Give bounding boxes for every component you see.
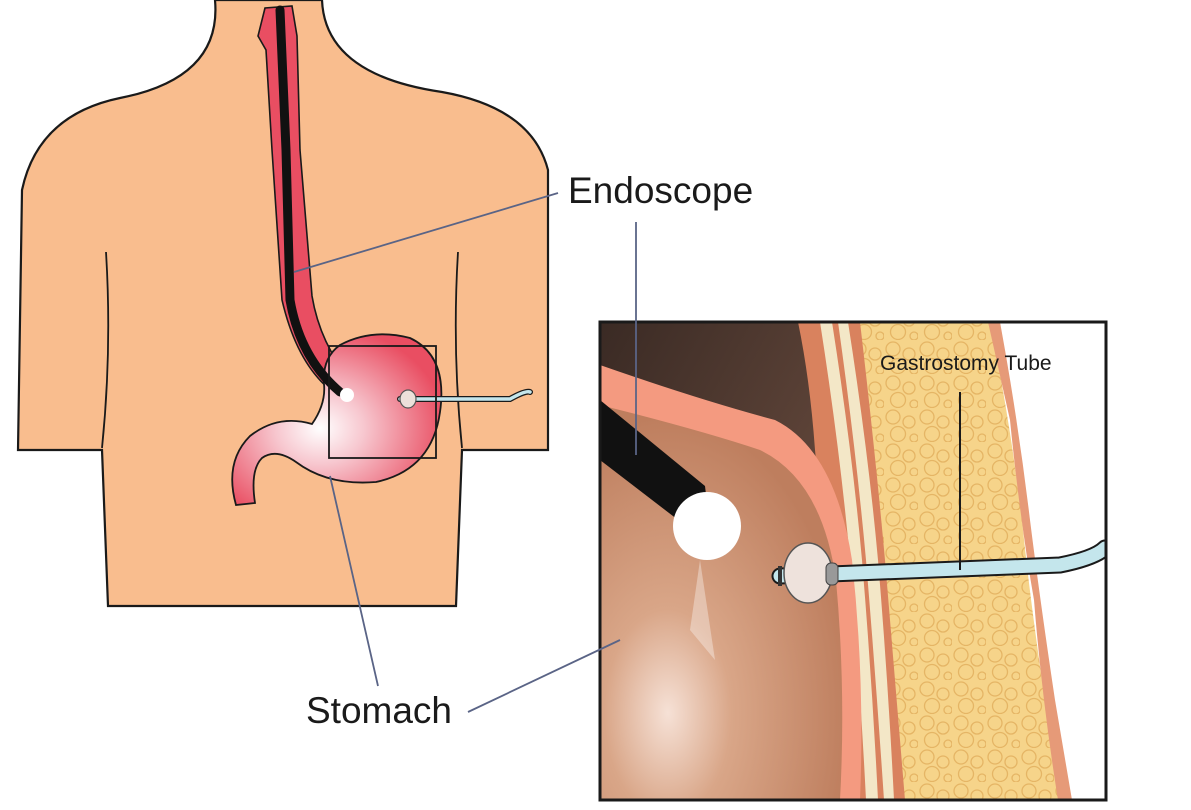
gastrostomy-tube-label: Gastrostomy Tube: [880, 352, 1052, 375]
stomach-label: Stomach: [306, 690, 453, 731]
stomach: [231, 333, 443, 506]
stomach-leader: [329, 475, 379, 687]
endoscope-tip: [340, 388, 354, 402]
endoscope-light: [673, 492, 741, 560]
right-arm-line: [454, 251, 463, 449]
endoscope-label: Endoscope: [568, 170, 754, 211]
small-balloon: [399, 389, 417, 409]
left-arm-line: [101, 251, 110, 449]
endoscope-leader: [293, 192, 559, 273]
bumper: [825, 562, 839, 586]
stomach-leader-2: [467, 639, 621, 713]
enlarged-view-frame: [598, 320, 1108, 802]
balloon-large: [783, 542, 833, 604]
enlarged-view: [600, 322, 1106, 800]
magnify-box: [328, 345, 437, 459]
